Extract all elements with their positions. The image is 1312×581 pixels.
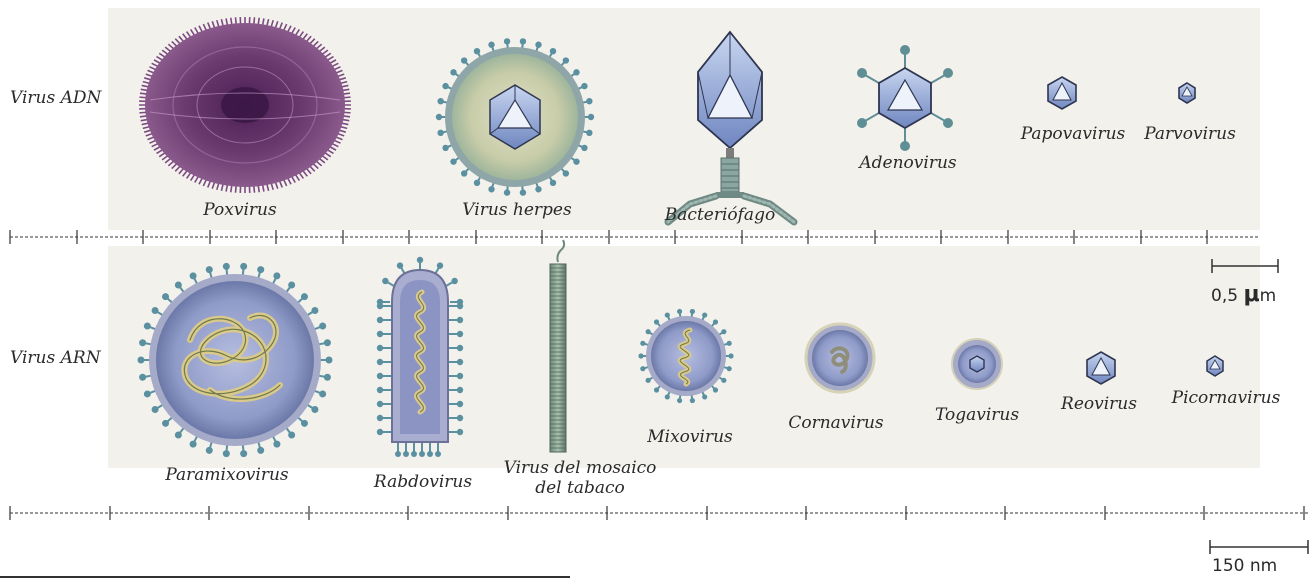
tobacco-mosaic-illustration: [550, 240, 566, 452]
reovirus-illustration: [1087, 352, 1115, 384]
paramixovirus-illustration: [138, 263, 333, 457]
scale-top-unit-suffix: m: [1260, 286, 1277, 306]
scale-top-unit-prefix: μ: [1243, 282, 1259, 307]
picornavirus-illustration: [1207, 356, 1223, 376]
label-rabdovirus: Rabdovirus: [374, 472, 472, 492]
ruler-bottom: [10, 506, 1308, 520]
label-togavirus: Togavirus: [935, 405, 1019, 425]
label-herpes: Virus herpes: [462, 200, 571, 220]
label-poxvirus: Poxvirus: [203, 200, 276, 220]
mixovirus-illustration: [638, 309, 733, 403]
label-reovirus: Reovirus: [1061, 394, 1137, 414]
label-papovavirus: Papovavirus: [1021, 124, 1126, 144]
bacteriophage-illustration: [668, 32, 794, 222]
label-tobacco-mosaic: Virus del mosaico del tabaco: [504, 458, 657, 498]
scale-label-bottom: 150 nm: [1212, 556, 1277, 576]
scale-bar-bottom: [1210, 540, 1308, 554]
label-parvovirus: Parvovirus: [1144, 124, 1236, 144]
ruler-top: [10, 230, 1258, 244]
rabdovirus-illustration: [377, 257, 463, 457]
parvovirus-illustration: [1179, 83, 1195, 103]
label-picornavirus: Picornavirus: [1172, 388, 1281, 408]
adenovirus-illustration: [857, 45, 953, 151]
label-bacteriophage: Bacteriófago: [665, 205, 775, 225]
scale-bar-top: [1212, 259, 1278, 273]
footer-rule: [0, 576, 570, 578]
label-adenovirus: Adenovirus: [859, 153, 956, 173]
scale-top-number: 0,5: [1211, 286, 1243, 306]
label-paramixovirus: Paramixovirus: [165, 465, 288, 485]
togavirus-illustration: [952, 339, 1002, 389]
poxvirus-illustration: [139, 17, 351, 193]
papovavirus-illustration: [1048, 77, 1076, 109]
label-cornavirus: Cornavirus: [788, 413, 883, 433]
scale-label-top: 0,5 μm: [1211, 282, 1276, 307]
cornavirus-illustration: [806, 324, 874, 392]
label-mixovirus: Mixovirus: [647, 427, 733, 447]
herpes-illustration: [436, 38, 594, 196]
